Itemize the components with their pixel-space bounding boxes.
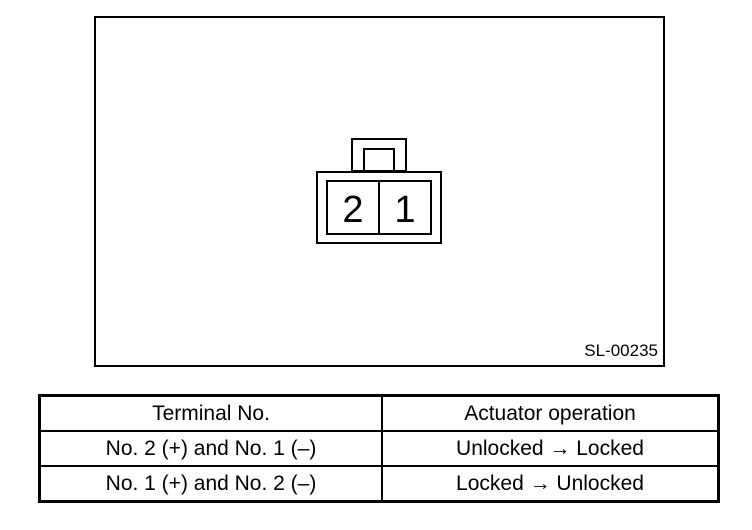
- cell-operation: Unlocked → Locked: [381, 430, 720, 467]
- connector-pin-2-label: 2: [342, 189, 363, 231]
- table-row: No. 1 (+) and No. 2 (–) Locked → Unlocke…: [38, 465, 720, 503]
- figure-id-label: SL-00235: [584, 341, 658, 360]
- table-header-row: Terminal No. Actuator operation: [38, 394, 720, 432]
- terminal-operation-table: Terminal No. Actuator operation No. 2 (+…: [38, 394, 720, 503]
- header-actuator-operation: Actuator operation: [381, 394, 720, 432]
- cell-terminal: No. 1 (+) and No. 2 (–): [38, 465, 383, 503]
- connector-diagram: 2 1: [316, 138, 442, 244]
- connector-lock-tab-outer: [351, 138, 407, 172]
- table-row: No. 2 (+) and No. 1 (–) Unlocked → Locke…: [38, 430, 720, 467]
- connector-lock-tab-inner: [363, 148, 395, 172]
- cell-terminal: No. 2 (+) and No. 1 (–): [38, 430, 383, 467]
- cell-operation: Locked → Unlocked: [381, 465, 720, 503]
- connector-pin-1-label: 1: [394, 189, 415, 231]
- header-terminal-no: Terminal No.: [38, 394, 383, 432]
- connector-figure: 2 1 SL-00235: [94, 16, 665, 367]
